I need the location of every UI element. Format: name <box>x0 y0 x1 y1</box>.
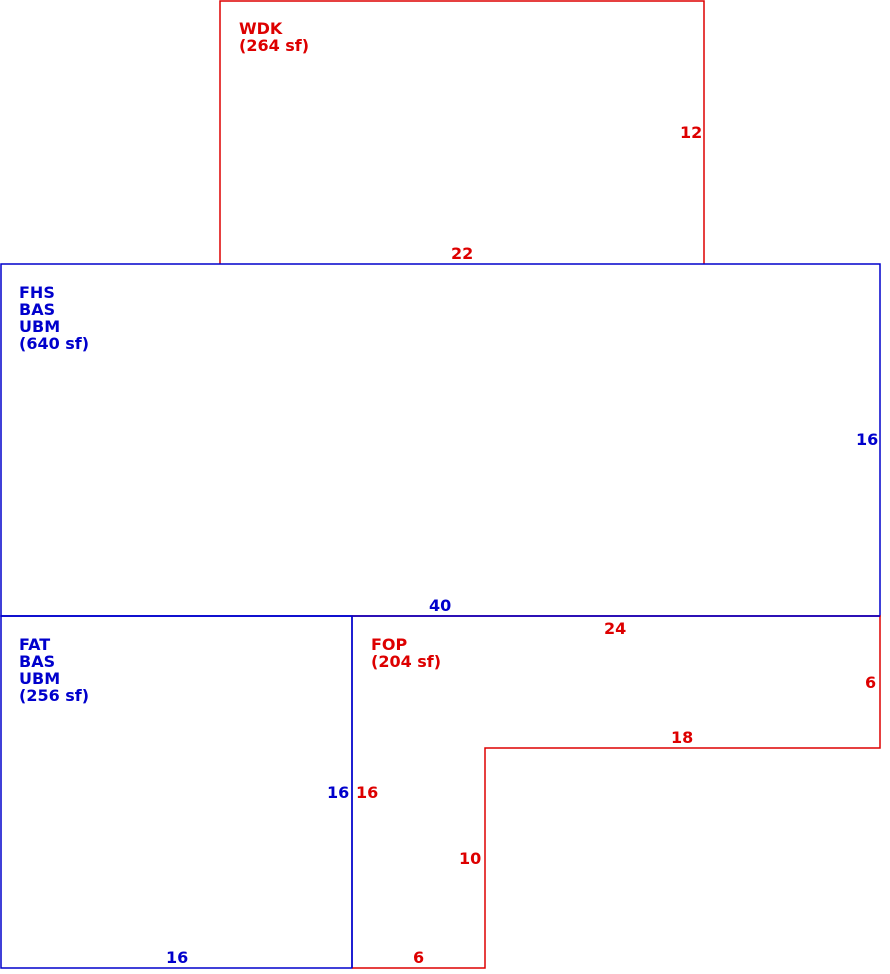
wdk-outline <box>219 0 705 264</box>
fhs-code-3: UBM <box>19 317 60 336</box>
fop-area: (204 sf) <box>371 652 441 671</box>
wdk-code: WDK <box>239 19 283 38</box>
fop-dim-inner: 10 <box>459 849 481 868</box>
fat-dim-side: 16 <box>327 783 349 802</box>
fop-dim-top: 24 <box>604 619 626 638</box>
fop-dim-right: 6 <box>865 673 876 692</box>
fop-code: FOP <box>371 635 408 654</box>
fat-code-2: BAS <box>19 652 55 671</box>
fat-code-3: UBM <box>19 669 60 688</box>
wdk-area: (264 sf) <box>239 36 309 55</box>
fop-dim-bottom: 6 <box>413 948 424 967</box>
fhs-area: (640 sf) <box>19 334 89 353</box>
fat-area: (256 sf) <box>19 686 89 705</box>
fop-dim-left: 16 <box>356 783 378 802</box>
wdk-dim-side: 12 <box>680 123 702 142</box>
fhs-code-2: BAS <box>19 300 55 319</box>
wdk-dim-base: 22 <box>451 244 473 263</box>
fhs-code-1: FHS <box>19 283 55 302</box>
fop-dim-step: 18 <box>671 728 693 747</box>
fhs-dim-side: 16 <box>856 430 878 449</box>
fhs-outline <box>0 263 881 617</box>
fat-dim-base: 16 <box>166 948 188 967</box>
fhs-dim-base: 40 <box>429 596 451 615</box>
fat-code-1: FAT <box>19 635 50 654</box>
